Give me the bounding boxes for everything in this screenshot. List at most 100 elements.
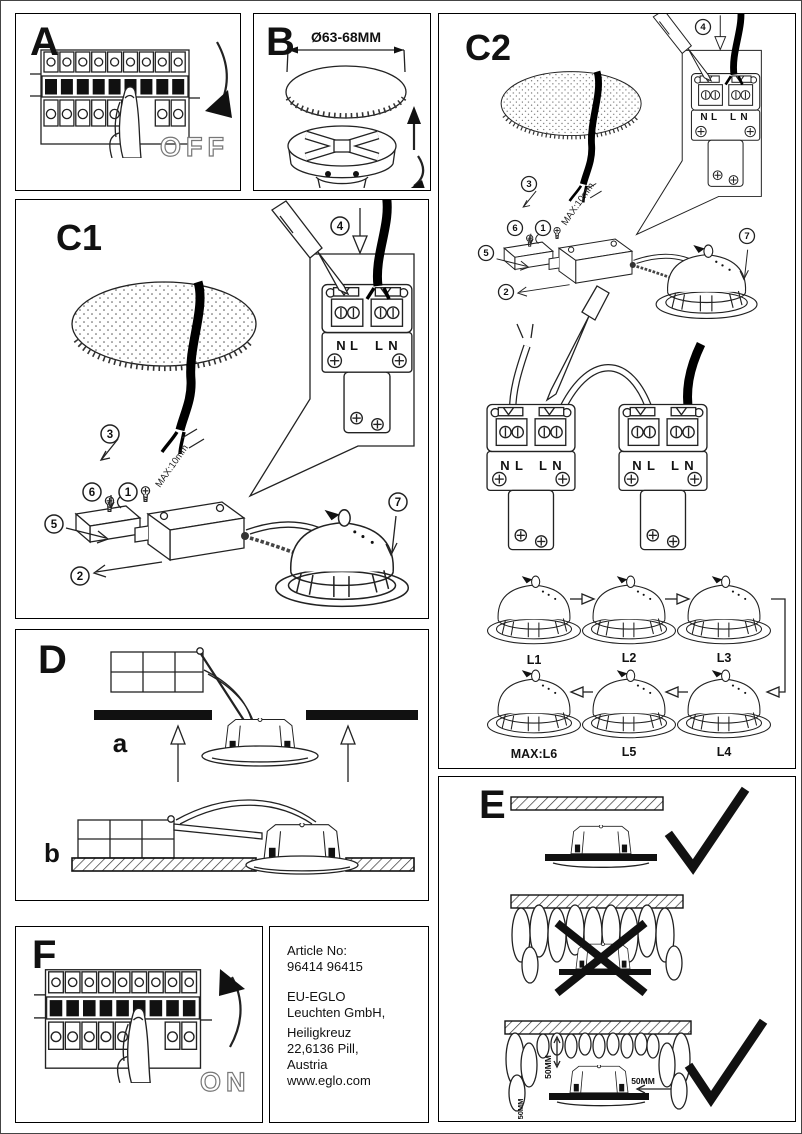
svg-text:2: 2 xyxy=(77,571,83,583)
svg-text:N: N xyxy=(500,458,509,473)
svg-text:N: N xyxy=(740,112,747,123)
terminal-letters: N L L N xyxy=(336,338,397,353)
variant-b-drawing xyxy=(71,799,415,875)
step-7-badge: 7 xyxy=(388,492,408,512)
panel-e-label: E xyxy=(479,783,506,827)
svg-text:2: 2 xyxy=(503,287,508,298)
panel-c2: C2 3 4 6 1 5 2 7 MAX:10mm N L L N xyxy=(438,13,796,769)
arrow-head xyxy=(219,969,245,996)
power-off-text: OFF xyxy=(160,132,229,162)
lamp-label: L4 xyxy=(717,745,732,759)
single-wiring-illustration: 3 4 6 1 5 2 7 MAX:10mm N L L N xyxy=(44,200,426,616)
strip-length-label: MAX:10mm xyxy=(153,443,191,490)
svg-text:L: L xyxy=(711,112,717,123)
step-7-badge: 7 xyxy=(738,227,756,245)
panel-c1: C1 3 4 6 1 5 2 7 MAX:10mm N L L N xyxy=(15,199,429,619)
svg-text:6: 6 xyxy=(89,487,95,499)
svg-text:5: 5 xyxy=(51,519,58,531)
checkmark-icon xyxy=(664,786,750,875)
step-5-badge: 5 xyxy=(477,244,495,262)
svg-text:L: L xyxy=(375,338,383,353)
svg-text:5: 5 xyxy=(483,248,489,259)
panel-a: A OFF xyxy=(15,13,241,191)
address-line-1: Heiligkreuz xyxy=(287,1025,352,1040)
article-info-box: Article No: 96414 96415 EU-EGLO Leuchten… xyxy=(269,926,429,1123)
svg-text:L: L xyxy=(730,112,736,123)
step-2-badge: 2 xyxy=(497,283,515,301)
panel-f: F ON xyxy=(15,926,263,1123)
step-1-badge: 1 xyxy=(118,482,138,502)
panel-e: E xyxy=(438,776,796,1122)
panel-d: D a xyxy=(15,629,429,901)
row-clearance-ok: 50MM 50MM 50MM xyxy=(504,1018,768,1119)
svg-text:N: N xyxy=(632,458,641,473)
panel-f-label: F xyxy=(32,933,57,977)
breaker-on-illustration: ON xyxy=(34,969,251,1098)
insulation-wool xyxy=(505,1032,691,1112)
svg-text:3: 3 xyxy=(526,179,531,190)
svg-text:7: 7 xyxy=(744,231,749,242)
svg-text:L: L xyxy=(515,458,523,473)
breaker-strip xyxy=(34,969,212,1083)
svg-text:L: L xyxy=(539,458,547,473)
clearance-label-vertical: 50MM xyxy=(543,1055,553,1079)
svg-text:N: N xyxy=(336,338,345,353)
svg-text:N: N xyxy=(552,458,561,473)
address-line-3: Austria xyxy=(287,1057,328,1072)
step-6-badge: 6 xyxy=(82,482,102,502)
clearance-label-left: 50MM xyxy=(516,1099,525,1119)
step-3-badge: 3 xyxy=(100,424,120,444)
svg-text:4: 4 xyxy=(337,221,344,233)
svg-text:1: 1 xyxy=(125,487,132,499)
svg-text:N: N xyxy=(700,112,707,123)
lamp-label: L3 xyxy=(717,651,732,665)
clearance-label-right: 50MM xyxy=(631,1076,655,1086)
hole-dimension: Ø63-68MM xyxy=(311,29,381,45)
screwdriver-handle xyxy=(581,285,610,321)
website: www.eglo.com xyxy=(287,1073,371,1088)
variant-a-drawing xyxy=(94,647,418,782)
panel-a-label: A xyxy=(30,20,59,64)
lamp-chain: L1 L2 L3 L4 L5 MAX:L6 xyxy=(487,575,786,761)
mounting-ring xyxy=(287,125,397,188)
power-on-text: ON xyxy=(200,1067,251,1097)
ceiling-cutout xyxy=(285,65,407,119)
svg-text:N: N xyxy=(388,338,397,353)
arrow-head xyxy=(205,90,232,118)
svg-text:L: L xyxy=(350,338,358,353)
checkmark-icon xyxy=(684,1018,768,1108)
panel-c2-label: C2 xyxy=(465,27,512,68)
lamp-label: L5 xyxy=(622,745,637,759)
svg-text:7: 7 xyxy=(395,497,401,509)
step-3-badge: 3 xyxy=(520,175,538,193)
panel-c1-label: C1 xyxy=(56,217,103,258)
variant-b-label: b xyxy=(44,838,60,868)
terminal-letters: N L L N xyxy=(700,112,747,123)
variant-a-label: a xyxy=(113,728,128,758)
lamp-max-label: MAX:L6 xyxy=(511,747,558,761)
company-name-2: Leuchten GmbH, xyxy=(287,1005,386,1020)
screwdriver-shaft xyxy=(545,315,590,402)
article-numbers: 96414 96415 xyxy=(287,959,363,974)
terminal-letters: N L L N N L L N xyxy=(500,458,693,473)
twist-arrow xyxy=(413,155,425,187)
row-covered-insulation xyxy=(510,894,684,997)
panel-b-label: B xyxy=(266,20,295,64)
svg-text:3: 3 xyxy=(107,429,113,441)
address-line-2: 22,6136 Pill, xyxy=(287,1041,359,1056)
step-1-badge: 1 xyxy=(534,219,552,237)
svg-text:L: L xyxy=(647,458,655,473)
row-no-insulation xyxy=(510,786,750,875)
article-label: Article No: xyxy=(287,943,347,958)
step-2-badge: 2 xyxy=(70,566,90,586)
step-4-badge: 4 xyxy=(330,216,350,236)
lamp-label: L2 xyxy=(622,651,637,665)
svg-text:N: N xyxy=(684,458,693,473)
lamp-label: L1 xyxy=(527,653,542,667)
insulation-clearance-illustration: 50MM 50MM 50MM xyxy=(504,786,768,1119)
mounting-illustration: a b xyxy=(44,647,418,875)
step-6-badge: 6 xyxy=(506,219,524,237)
step-5-badge: 5 xyxy=(44,514,64,534)
svg-text:4: 4 xyxy=(700,22,706,33)
